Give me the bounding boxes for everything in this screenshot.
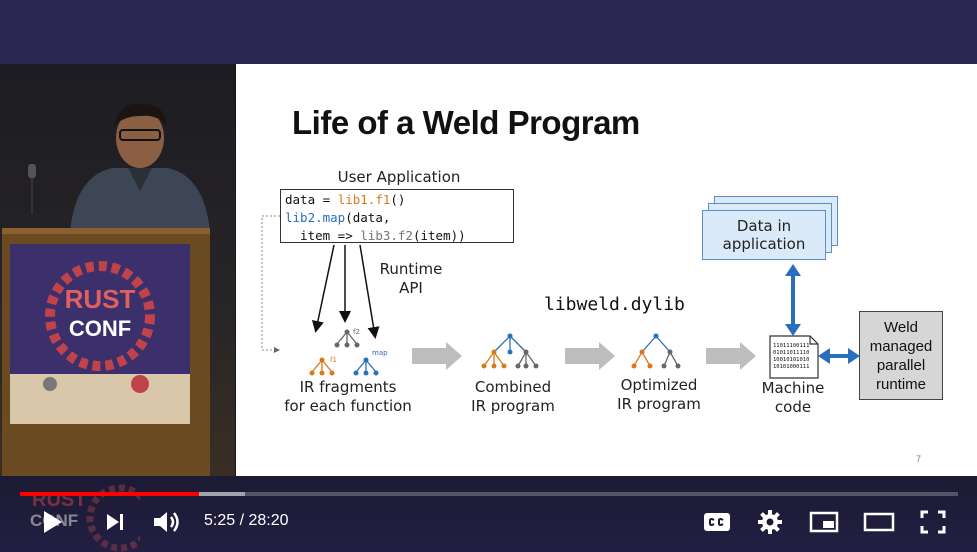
binary-line: 11011100111 [773,343,809,349]
pipeline-diagram: f2 f1 map [261,215,860,379]
optimized-line2: IR program [617,395,701,413]
settings-button[interactable] [754,507,786,537]
runtime-api-label: Runtime API [366,260,456,298]
volume-icon [154,512,179,532]
flow-arrow-2 [565,342,615,370]
progress-bar[interactable] [20,492,958,496]
data-in-application-box: Data in application [702,210,826,260]
combined-line1: Combined [474,378,552,396]
code-text: (item)) [412,228,466,243]
rustconf-sign: RUST CONF [10,244,190,424]
label-map: map [372,349,388,357]
runtime-arrow-3 [359,244,380,339]
theater-mode-icon [863,512,895,532]
fullscreen-button[interactable] [916,508,950,536]
weld-line2: managed [869,338,933,355]
closed-captions-icon [704,513,730,531]
ir-fragments-line2: for each function [284,397,412,415]
weld-runtime-box: Weld managed parallel runtime [859,311,943,400]
next-button[interactable] [101,508,129,536]
sign-text-top: RUST [65,284,136,314]
weld-line4: runtime [875,376,927,393]
progress-played [20,492,200,496]
presentation-slide: Life of a Weld Program User Application … [236,64,977,476]
optimized-ir-label: Optimized IR program [604,376,714,414]
flow-arrow-1 [412,342,462,370]
code-text: item => [285,228,361,243]
miniplayer-button[interactable] [806,508,842,536]
combined-tree-icon [481,333,539,369]
tree-f2-icon: f2 [334,328,360,348]
time-separator: / [235,512,249,529]
code-text: (data, [345,210,391,225]
weld-line3: parallel [876,357,926,374]
play-icon [44,511,62,533]
current-time: 5:25 [204,512,236,529]
ir-fragments-label: IR fragments for each function [278,378,418,416]
double-arrow-vertical [785,264,801,336]
microphone [28,164,36,214]
label-f1: f1 [330,356,337,364]
combined-ir-label: Combined IR program [458,378,568,416]
binary-line: 01011011110 [773,350,809,356]
optimized-tree-icon [631,333,681,369]
label-f2: f2 [353,328,360,336]
combined-line2: IR program [471,397,555,415]
machine-code-line1: Machine [761,379,825,397]
user-application-label: User Application [337,168,461,186]
time-display: 5:25 / 28:20 [204,512,289,530]
gear-icon [758,510,782,534]
top-bar [0,0,977,64]
theater-mode-button[interactable] [860,508,898,536]
optimized-line1: Optimized [620,376,698,394]
ir-fragments-line1: IR fragments [299,378,397,396]
binary-line: 10010101010 [773,357,809,363]
code-snippet: data = lib1.f1() lib2.map(data, item => … [280,189,514,243]
code-text: () [390,192,406,207]
code-f1: lib1.f1 [337,192,391,207]
tree-map-icon: map [353,349,388,376]
slide-page-number: 7 [916,454,922,464]
flow-arrow-3 [706,342,756,370]
machine-code-line2: code [774,398,812,416]
weld-line1: Weld [884,319,918,336]
subtitles-button[interactable] [700,508,734,536]
data-in-app-line2: application [722,235,806,253]
tree-f1-icon: f1 [309,356,337,376]
runtime-api-line1: Runtime [379,260,443,278]
sign-text-bottom: CONF [69,316,131,341]
play-button[interactable] [38,508,66,536]
runtime-api-line2: API [399,279,423,297]
binary-line: 10101000111 [773,364,809,370]
dotted-line [261,215,280,351]
fullscreen-icon [920,510,946,534]
double-arrow-horizontal [818,348,860,364]
skip-next-icon [107,514,123,530]
code-map: lib2.map [285,210,346,225]
machine-code-document-icon: 11011100111 01011011110 10010101010 1010… [769,335,819,379]
duration: 28:20 [248,512,289,529]
miniplayer-icon [809,511,839,533]
slide-title: Life of a Weld Program [292,104,640,141]
rustconf-logo: RUST CONF [10,261,190,424]
code-text: data = [285,192,338,207]
data-in-app-line1: Data in [736,217,792,235]
speaker-video: RUST CONF [0,64,235,476]
machine-code-label: Machine code [752,379,834,417]
code-f2: lib3.f2 [360,228,413,243]
volume-button[interactable] [150,506,184,538]
speaker-figure [70,103,210,231]
libweld-label: libweld.dylib [544,294,685,315]
runtime-arrow-1 [311,244,335,333]
